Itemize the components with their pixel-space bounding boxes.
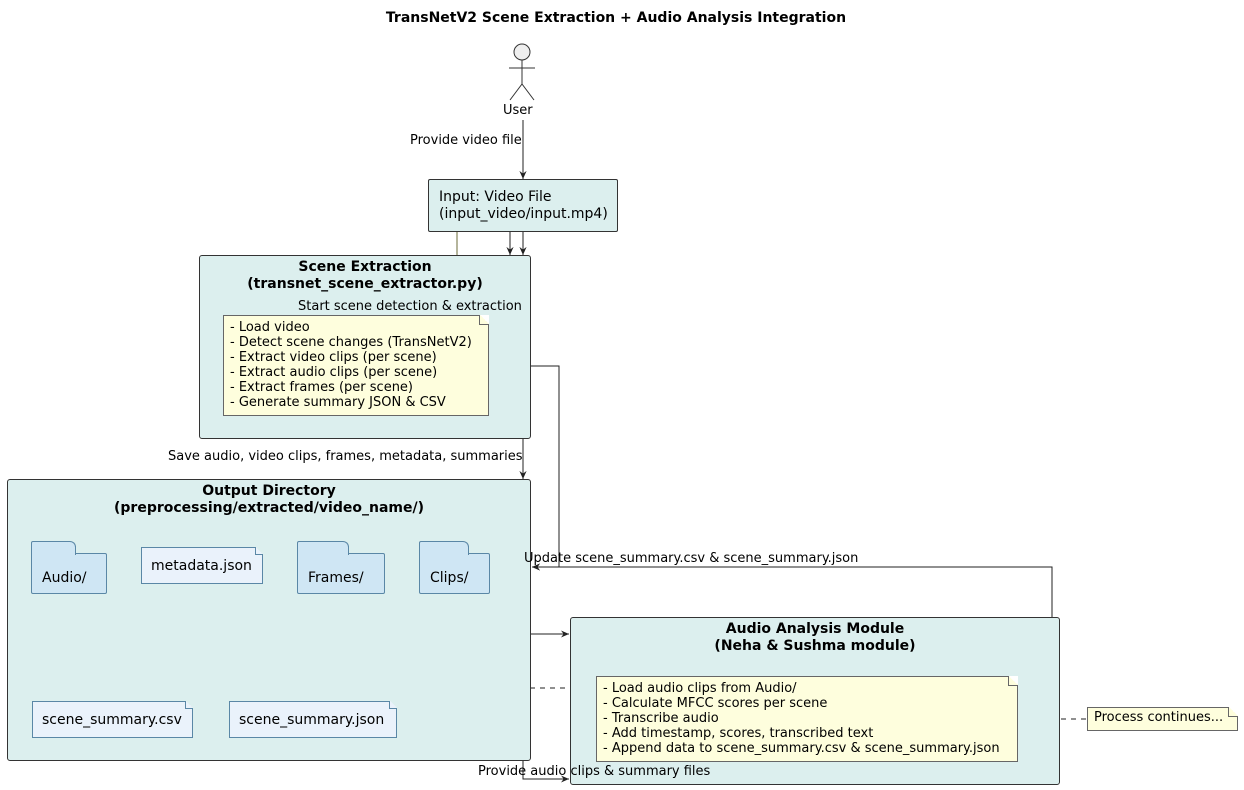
note-line: - Add timestamp, scores, transcribed tex…: [603, 726, 874, 741]
scene-extraction-container: Scene Extraction (transnet_scene_extract…: [199, 255, 531, 439]
output-directory-subtitle: (preprocessing/extracted/video_name/): [114, 500, 424, 516]
note-line: - Generate summary JSON & CSV: [230, 395, 446, 410]
folder-audio-label: Audio/: [42, 570, 87, 586]
file-summary-csv-label: scene_summary.csv: [42, 711, 182, 728]
audio-analysis-subtitle: (Neha & Sushma module): [714, 638, 916, 654]
input-box-line2: (input_video/input.mp4): [439, 206, 608, 222]
folder-clips-label: Clips/: [430, 570, 469, 586]
label-save-outputs: Save audio, video clips, frames, metadat…: [168, 449, 523, 464]
arrow-audio-update-output: [532, 563, 1053, 617]
file-metadata-json-icon: metadata.json: [141, 547, 263, 584]
label-start-detection: Start scene detection & extraction: [298, 299, 522, 314]
arrow-provide-audio: [522, 761, 569, 783]
folder-clips-icon: Clips/: [419, 541, 490, 594]
note-line: - Append data to scene_summary.csv & sce…: [603, 741, 1000, 756]
scene-extraction-title: Scene Extraction: [298, 259, 432, 275]
folder-audio-icon: Audio/: [31, 541, 107, 594]
file-metadata-label: metadata.json: [151, 557, 252, 574]
process-continues-note: Process continues...: [1087, 707, 1238, 731]
label-provide-video: Provide video file: [410, 133, 522, 148]
note-line: - Extract audio clips (per scene): [230, 365, 438, 380]
scene-extraction-subtitle: (transnet_scene_extractor.py): [247, 276, 483, 292]
note-line: - Detect scene changes (TransNetV2): [230, 335, 472, 350]
input-box-line1: Input: Video File: [439, 189, 552, 205]
folder-tab: [419, 541, 469, 555]
folder-frames-label: Frames/: [308, 570, 364, 586]
audio-analysis-note: - Load audio clips from Audio/- Calculat…: [596, 676, 1018, 762]
input-video-box: Input: Video File (input_video/input.mp4…: [428, 179, 618, 232]
scene-extraction-note: - Load video- Detect scene changes (Tran…: [223, 315, 489, 416]
folder-tab: [297, 541, 349, 555]
note-line: - Load video: [230, 320, 310, 335]
audio-analysis-title: Audio Analysis Module: [725, 621, 905, 637]
actor-label: User: [503, 103, 533, 118]
note-line: - Load audio clips from Audio/: [603, 681, 797, 696]
folder-tab: [31, 541, 76, 555]
label-provide-audio: Provide audio clips & summary files: [478, 764, 711, 779]
note-line: - Extract frames (per scene): [230, 380, 413, 395]
audio-analysis-container: Audio Analysis Module (Neha & Sushma mod…: [570, 617, 1060, 785]
label-update-summary: Update scene_summary.csv & scene_summary…: [524, 551, 859, 566]
file-scene-summary-json-icon: scene_summary.json: [229, 701, 397, 738]
output-directory-container: Output Directory (preprocessing/extracte…: [7, 479, 531, 761]
note-line: - Calculate MFCC scores per scene: [603, 696, 828, 711]
output-directory-title: Output Directory: [202, 483, 336, 499]
file-scene-summary-csv-icon: scene_summary.csv: [32, 701, 193, 738]
diagram-title: TransNetV2 Scene Extraction + Audio Anal…: [385, 10, 847, 26]
folder-frames-icon: Frames/: [297, 541, 385, 594]
user-actor-icon: [509, 43, 535, 101]
note-line: - Extract video clips (per scene): [230, 350, 437, 365]
note-line: - Transcribe audio: [603, 711, 719, 726]
arrow-scene-loop-to-output: [531, 365, 560, 571]
file-summary-json-label: scene_summary.json: [239, 711, 385, 728]
